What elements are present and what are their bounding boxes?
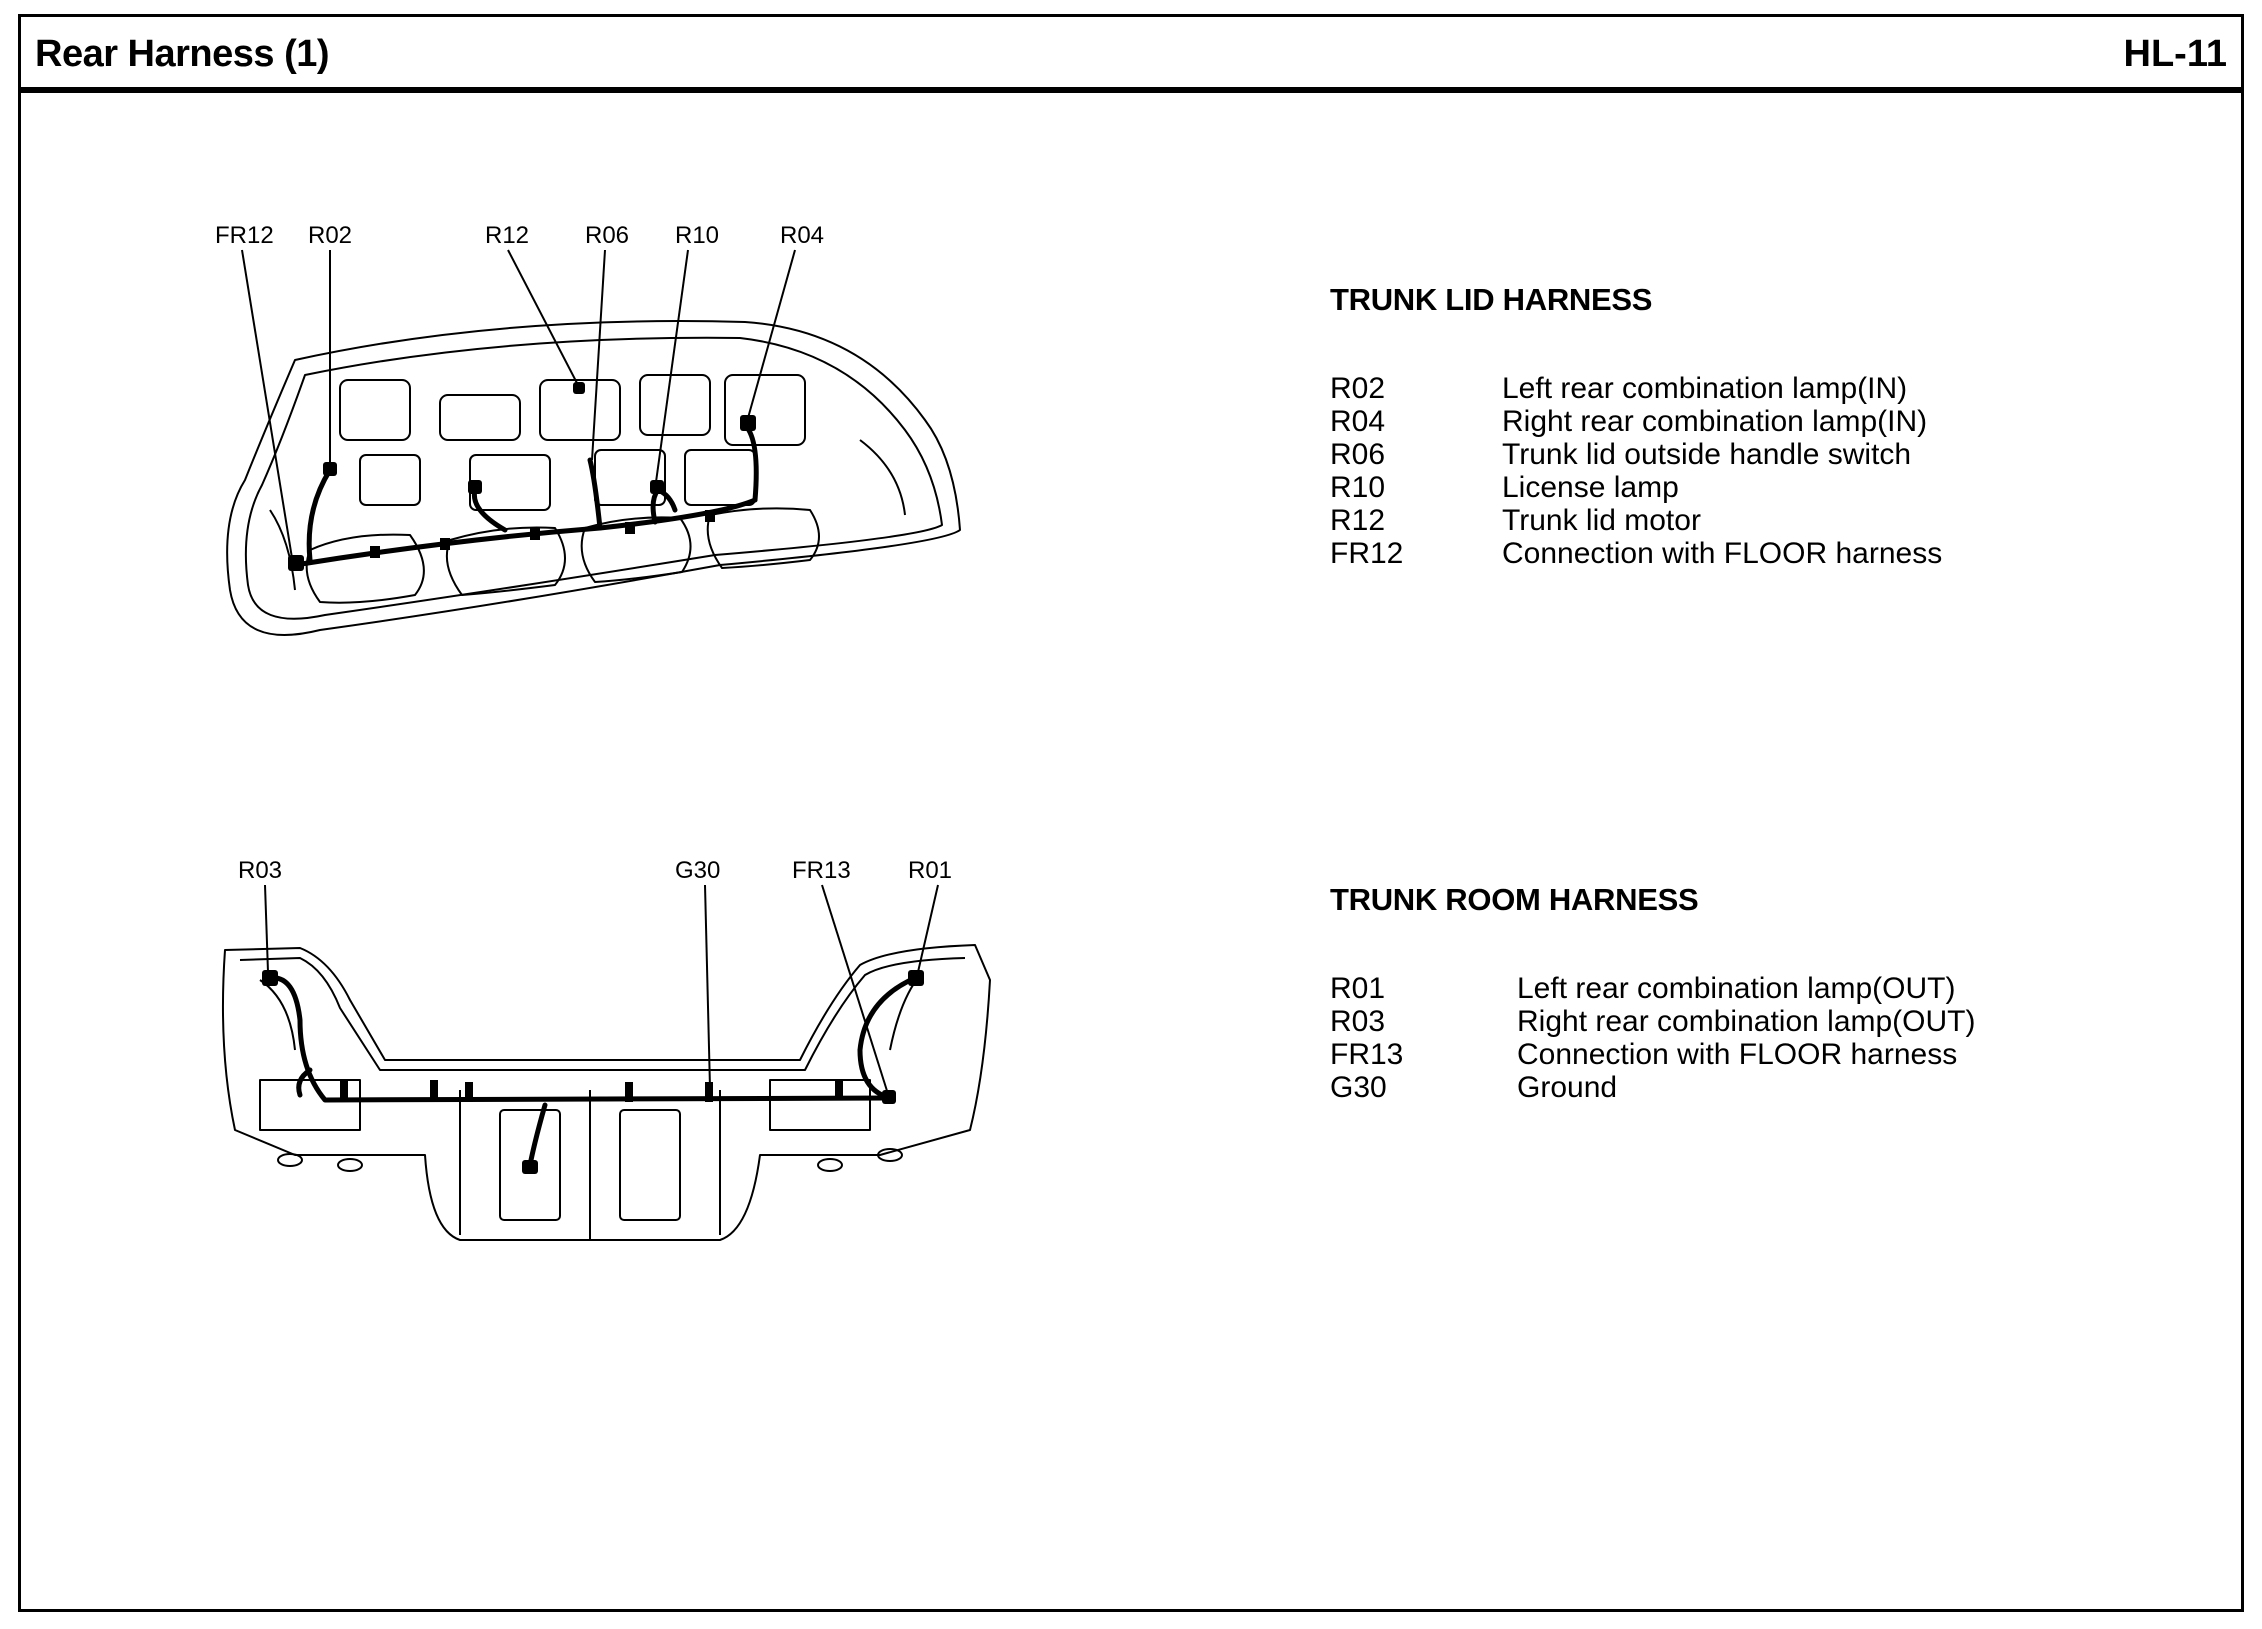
legend-code: R10 [1330,471,1386,504]
panel-recess [499,1109,561,1221]
lid-opening [684,449,756,506]
callout-label: R02 [308,222,352,249]
legend-description: License lamp [1502,471,1679,504]
trunk-lid-diagram: FR12 R02 R12 R06 R10 R04 [200,210,980,710]
callout-label: G30 [675,857,720,884]
lid-pocket [305,533,425,604]
trunk-lid-legend: TRUNK LID HARNESS R02 Left rear combinat… [1330,282,1942,570]
panel-hole [277,1153,303,1167]
trunk-room-connectors [262,970,924,1174]
trunk-room-outline [221,944,991,1241]
trunk-lid-drawing: FR12 R02 R12 R06 R10 R04 [215,222,961,636]
lid-edge-detail [269,509,296,591]
legend-row: FR12 Connection with FLOOR harness [1330,537,1942,570]
legend-code: R01 [1330,972,1386,1005]
callout-label: R10 [675,222,719,249]
legend-description: Trunk lid outside handle switch [1502,438,1912,471]
trunk-lid-inner-outline [244,336,943,620]
legend-row: R10 License lamp [1330,471,1942,504]
legend-heading: TRUNK ROOM HARNESS [1330,882,1699,917]
lid-pocket [446,526,566,596]
trunk-room-wiring [267,975,918,1168]
legend-code: R03 [1330,1005,1386,1038]
trunk-room-legend: TRUNK ROOM HARNESS R01 Left rear combina… [1330,882,1975,1104]
legend-code: R02 [1330,372,1386,405]
panel-recess [769,1079,871,1131]
legend-description: Connection with FLOOR harness [1517,1038,1958,1071]
lid-opening [724,374,806,446]
legend-description: Left rear combination lamp(IN) [1502,372,1908,405]
panel-hole [337,1158,363,1172]
legend-description: Right rear combination lamp(OUT) [1517,1005,1976,1038]
trunk-room-diagram: R03 G30 FR13 R01 [200,850,1000,1250]
callout-label: FR13 [792,857,851,884]
legend-row: R12 Trunk lid motor [1330,504,1942,537]
lid-opening [439,394,521,441]
legend-code: R04 [1330,405,1386,438]
lid-pocket [706,507,820,569]
legend-description: Trunk lid motor [1502,504,1701,537]
legend-row: R04 Right rear combination lamp(IN) [1330,405,1942,438]
lid-opening [359,454,421,506]
trunk-lid-outline [226,320,961,636]
callout-label: FR12 [215,222,274,249]
panel-recess [619,1109,681,1221]
lid-edge-detail [859,439,906,516]
page-code: HL-11 [2123,33,2227,75]
legend-row: FR13 Connection with FLOOR harness [1330,1038,1975,1071]
legend-description: Left rear combination lamp(OUT) [1517,972,1956,1005]
legend-row: R02 Left rear combination lamp(IN) [1330,372,1942,405]
legend-row: G30 Ground [1330,1071,1975,1104]
legend-description: Connection with FLOOR harness [1502,537,1943,570]
legend-row: R03 Right rear combination lamp(OUT) [1330,1005,1975,1038]
trunk-room-leaders [264,884,939,1095]
callout-label: R04 [780,222,824,249]
legend-code: R12 [1330,504,1386,537]
lid-opening [639,374,711,436]
trunk-room-drawing: R03 G30 FR13 R01 [221,857,991,1241]
header-bar: Rear Harness (1) HL-11 [21,17,2241,93]
legend-row: R06 Trunk lid outside handle switch [1330,438,1942,471]
legend-code: FR13 [1330,1038,1404,1071]
legend-code: R06 [1330,438,1386,471]
legend-description: Ground [1517,1071,1618,1104]
trunk-lid-wiring [292,422,759,568]
callout-label: R03 [238,857,282,884]
panel-detail [889,974,921,1051]
lid-pocket [580,516,692,583]
trunk-lid-leaders [241,249,796,559]
callout-label: R06 [585,222,629,249]
lid-opening [469,454,551,511]
page-frame: Rear Harness (1) HL-11 [18,14,2244,1612]
legend-code: FR12 [1330,537,1404,570]
lid-opening [339,379,411,441]
legend-description: Right rear combination lamp(IN) [1502,405,1928,438]
legend-row: R01 Left rear combination lamp(OUT) [1330,972,1975,1005]
trunk-room-inner-outline [239,957,966,1071]
page-title: Rear Harness (1) [35,33,330,75]
legend-code: G30 [1330,1071,1387,1104]
lid-opening [539,379,621,441]
callout-label: R01 [908,857,952,884]
panel-hole [817,1158,843,1172]
legend-heading: TRUNK LID HARNESS [1330,282,1653,317]
panel-hole [877,1148,903,1162]
callout-label: R12 [485,222,529,249]
trunk-lid-connectors [288,382,756,571]
